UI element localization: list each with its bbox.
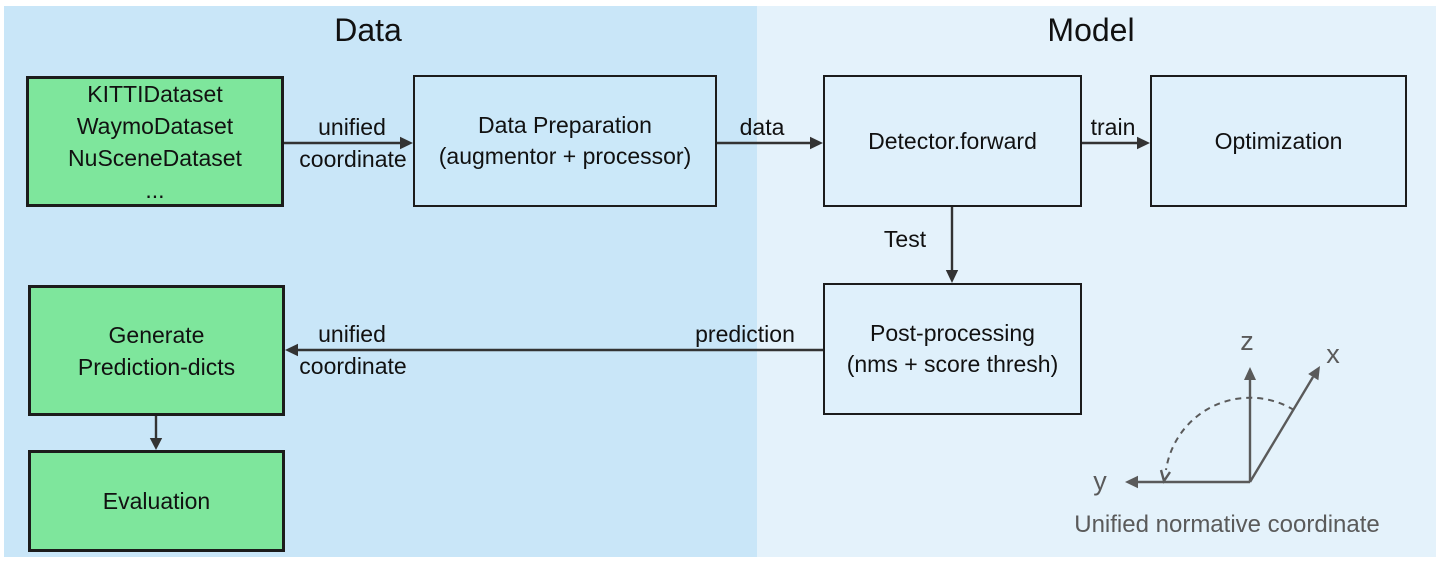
axis-label-y: y — [1093, 466, 1107, 496]
section-title-model: Model — [1047, 12, 1135, 48]
legend-caption: Unified normative coordinate — [1074, 511, 1380, 538]
node-post-processing-line1: Post-processing — [870, 320, 1035, 346]
node-datasets: KITTIDataset WaymoDataset NuSceneDataset… — [26, 76, 284, 207]
axis-label-z: z — [1240, 326, 1254, 356]
edge-label-data: data — [739, 114, 785, 140]
node-generate-prediction-dicts: Generate Prediction-dicts — [28, 285, 285, 416]
edge-label-coordinate-top: coordinate — [299, 146, 407, 172]
node-datasets-line3: NuSceneDataset — [68, 144, 242, 171]
node-data-preparation: Data Preparation (augmentor + processor) — [413, 75, 717, 207]
axis-label-x: x — [1326, 339, 1340, 369]
edge-label-unified-top: unified — [318, 114, 386, 140]
node-generate-line2: Prediction-dicts — [77, 353, 236, 380]
section-title-data: Data — [334, 12, 402, 48]
node-optimization: Optimization — [1150, 75, 1407, 207]
node-data-preparation-line2: (augmentor + processor) — [438, 143, 692, 169]
edge-label-prediction: prediction — [695, 321, 795, 347]
node-detector-forward-label: Detector.forward — [868, 128, 1037, 154]
node-optimization-label: Optimization — [1214, 128, 1343, 154]
node-post-processing: Post-processing (nms + score thresh) — [823, 283, 1082, 415]
edge-label-train: train — [1090, 114, 1136, 140]
node-evaluation-label: Evaluation — [102, 488, 211, 514]
node-post-processing-line2: (nms + score thresh) — [846, 351, 1059, 377]
node-evaluation: Evaluation — [28, 450, 285, 552]
node-datasets-line2: WaymoDataset — [76, 112, 234, 139]
edge-label-unified-bottom: unified — [318, 321, 386, 347]
edge-label-coordinate-bottom: coordinate — [299, 353, 407, 379]
node-datasets-line4: ... — [145, 176, 165, 203]
node-data-preparation-line1: Data Preparation — [478, 112, 652, 138]
node-datasets-line1: KITTIDataset — [87, 80, 223, 107]
node-generate-line1: Generate — [108, 321, 205, 348]
edge-label-test: Test — [883, 226, 927, 252]
node-detector-forward: Detector.forward — [823, 75, 1082, 207]
